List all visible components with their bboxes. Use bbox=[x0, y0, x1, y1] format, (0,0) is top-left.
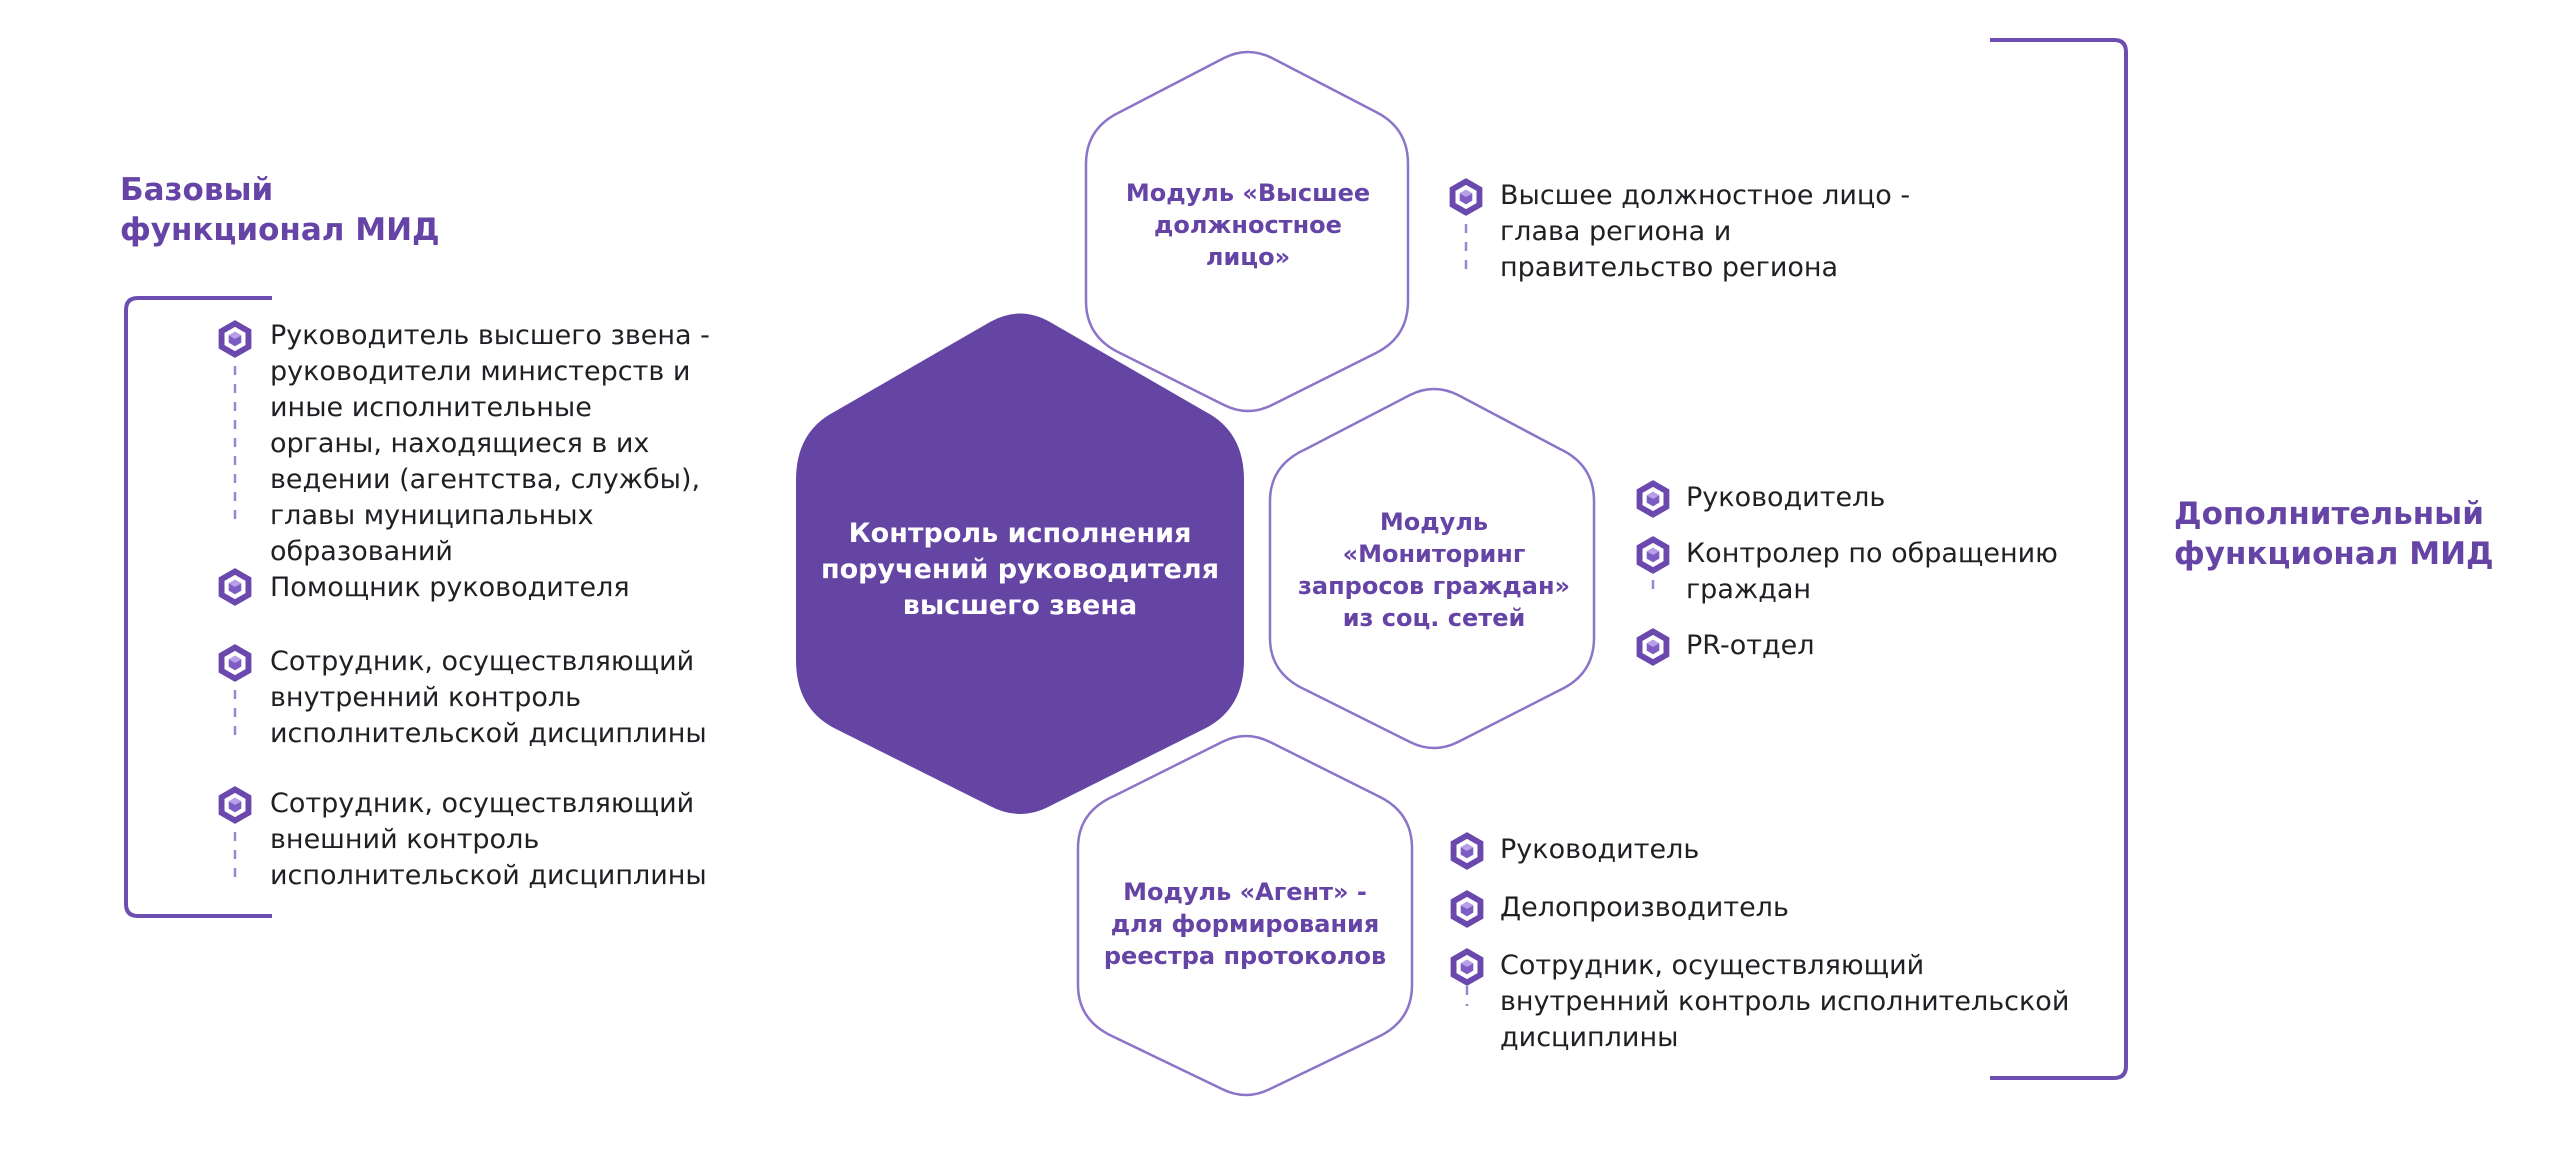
module-middle-item-3: PR-отдел bbox=[1686, 630, 1815, 661]
hexagon-bullet-icon bbox=[218, 644, 252, 682]
module-label-bottom: Модуль «Агент» - для формирования реестр… bbox=[1103, 878, 1387, 970]
module-hexagon-bottom bbox=[1076, 734, 1414, 1097]
hexagon-bullet-icon bbox=[1636, 480, 1670, 518]
left-section-title: Базовый функционал МИД bbox=[120, 170, 500, 250]
central-hexagon-label: Контроль исполнения поручений руководите… bbox=[820, 518, 1220, 621]
module-middle-item-2: Контролер по обращению граждан bbox=[1686, 538, 2058, 605]
module-hexagon-top bbox=[1084, 50, 1410, 413]
module-bottom-item-1: Руководитель bbox=[1500, 834, 1700, 865]
module-hexagon-middle bbox=[1268, 387, 1596, 750]
hexagon-bullet-icon bbox=[1450, 832, 1484, 870]
hexagon-bullet-icon bbox=[218, 786, 252, 824]
module-bottom-item-2: Делопроизводитель bbox=[1500, 892, 1789, 923]
module-label-middle: Модуль «Мониторинг запросов граждан» из … bbox=[1297, 508, 1571, 632]
module-middle-item-1: Руководитель bbox=[1686, 482, 1886, 513]
hexagon-bullet-icon bbox=[218, 320, 252, 358]
hexagon-bullet-icon bbox=[1636, 628, 1670, 666]
left-item-1: Руководитель высшего звена - руководител… bbox=[270, 320, 710, 567]
right-bracket bbox=[1990, 38, 2128, 1080]
module-bottom-item-3: Сотрудник, осуществляющий внутренний кон… bbox=[1500, 950, 2070, 1053]
left-item-3: Сотрудник, осуществляющий внутренний кон… bbox=[270, 646, 707, 749]
hexagon-bullet-icon bbox=[1636, 536, 1670, 574]
right-title-line2: функционал МИД bbox=[2174, 536, 2494, 572]
left-item-2: Помощник руководителя bbox=[270, 572, 630, 603]
central-hexagon bbox=[796, 313, 1244, 814]
left-title-line1: Базовый bbox=[120, 172, 274, 208]
hexagon-bullet-icon bbox=[1449, 178, 1483, 216]
right-title-line1: Дополнительный bbox=[2174, 496, 2484, 532]
module-top-item-1: Высшее должностное лицо - глава региона … bbox=[1500, 180, 1911, 283]
hexagon-bullet-icon bbox=[1450, 948, 1484, 986]
module-label-top: Модуль «Высшее должностное лицо» bbox=[1125, 179, 1371, 271]
left-item-4: Сотрудник, осуществляющий внешний контро… bbox=[270, 788, 707, 891]
hexagon-bullet-icon bbox=[218, 568, 252, 606]
left-title-line2: функционал МИД bbox=[120, 212, 440, 248]
hexagon-bullet-icon bbox=[1450, 890, 1484, 928]
right-section-title: Дополнительный функционал МИД bbox=[2174, 494, 2554, 574]
left-bracket bbox=[124, 296, 272, 918]
